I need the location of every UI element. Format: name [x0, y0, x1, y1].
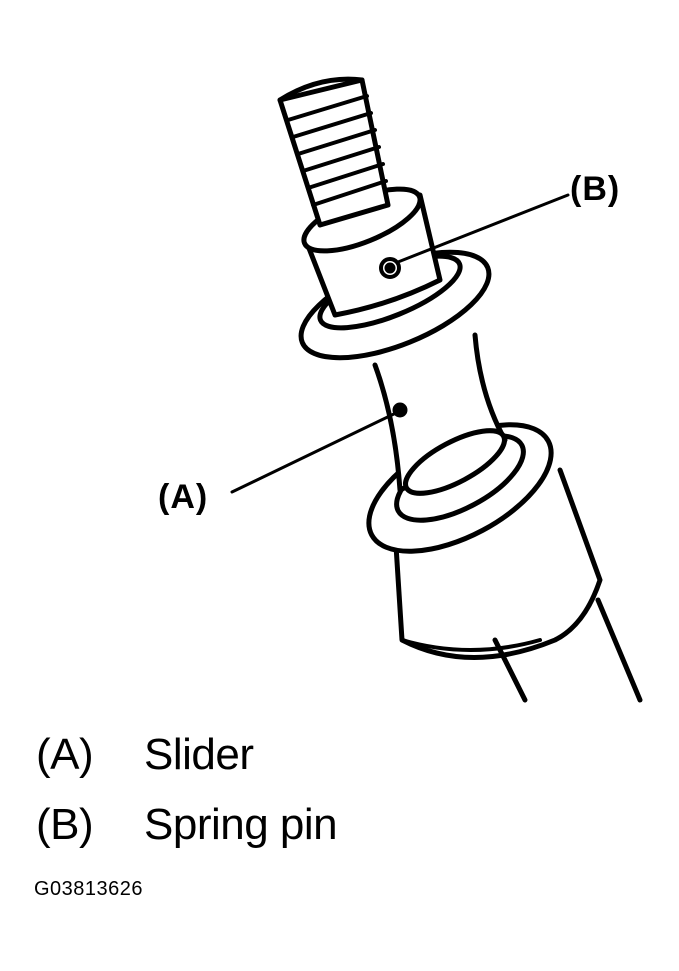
- callout-a: (A): [158, 478, 209, 516]
- upper-collar: [301, 186, 443, 318]
- legend-item: (A) Slider: [36, 730, 337, 800]
- leader-line-a: [230, 410, 400, 494]
- legend-key: (B): [36, 800, 94, 849]
- slider-body: [372, 332, 508, 496]
- legend-item: (B) Spring pin: [36, 800, 338, 870]
- legend-text: Spring pin: [144, 800, 338, 849]
- legend: (A) Slider (B) Spring pin: [36, 730, 338, 870]
- legend-key: (A): [36, 730, 94, 779]
- legend-text: Slider: [144, 730, 254, 779]
- callout-b: (B): [570, 170, 621, 208]
- strut-slider-diagram: [230, 76, 643, 703]
- figure-code: G03813626: [34, 878, 144, 900]
- leader-line-b: [396, 193, 570, 264]
- lower-housing: [392, 467, 603, 660]
- threaded-stud: [277, 76, 391, 228]
